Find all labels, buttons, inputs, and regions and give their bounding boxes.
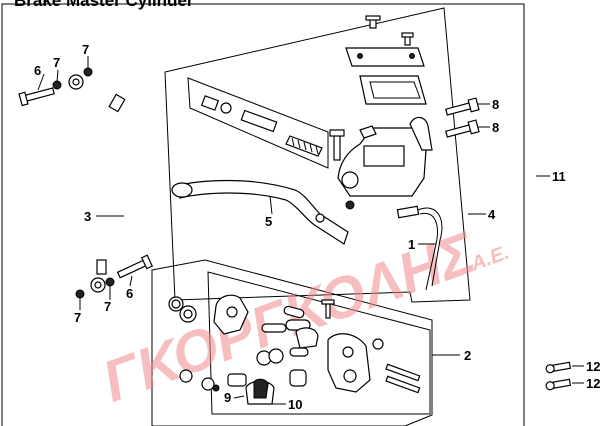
piston-kit-frame bbox=[187, 77, 329, 169]
callout-7-top-right: 7 bbox=[82, 42, 89, 57]
watermark-suffix: Α.Ε. bbox=[467, 242, 512, 276]
brake-lever bbox=[171, 179, 349, 245]
callout-4: 4 bbox=[488, 207, 496, 222]
diagram-title: Brake Master Cylinder bbox=[14, 0, 194, 10]
callout-7-top-left: 7 bbox=[53, 55, 60, 70]
caliper-frame bbox=[151, 259, 433, 426]
callout-2: 2 bbox=[464, 348, 471, 363]
mount-bolts bbox=[445, 97, 480, 138]
callout-6-bottom: 6 bbox=[126, 286, 133, 301]
caliper-parts bbox=[168, 294, 421, 405]
callout-5: 5 bbox=[265, 214, 272, 229]
callout-12-top: 12 bbox=[586, 359, 600, 374]
banjo-bolt-top bbox=[18, 87, 55, 107]
callout-9: 9 bbox=[224, 390, 231, 405]
callout-1: 1 bbox=[408, 237, 415, 252]
caliper-bolts bbox=[545, 361, 572, 391]
outer-frame bbox=[1, 3, 525, 426]
callout-6-top: 6 bbox=[34, 63, 41, 78]
caliper-inner-frame bbox=[207, 271, 431, 415]
callout-10: 10 bbox=[288, 397, 302, 412]
reservoir-cap bbox=[345, 15, 427, 105]
brake-hose bbox=[68, 74, 130, 293]
banjo-bolt-bottom bbox=[116, 254, 154, 279]
callout-7-bottom-right: 7 bbox=[104, 299, 111, 314]
leader-lines bbox=[37, 56, 584, 405]
callout-3: 3 bbox=[84, 209, 91, 224]
callout-7-bottom-left: 7 bbox=[74, 310, 81, 325]
callout-12-bottom: 12 bbox=[586, 376, 600, 391]
callout-8-bottom: 8 bbox=[492, 120, 499, 135]
callout-11: 11 bbox=[552, 169, 566, 184]
watermark-brand: ΓΚΟΡΓΚΟΛΗΣ bbox=[94, 220, 484, 415]
brake-light-switch bbox=[396, 205, 443, 291]
callouts: 6 7 7 3 7 7 6 5 1 4 8 8 11 2 9 10 12 12 bbox=[34, 42, 600, 412]
callout-8-top: 8 bbox=[492, 97, 499, 112]
master-cylinder-body bbox=[329, 116, 433, 210]
piston-kit bbox=[200, 95, 323, 157]
